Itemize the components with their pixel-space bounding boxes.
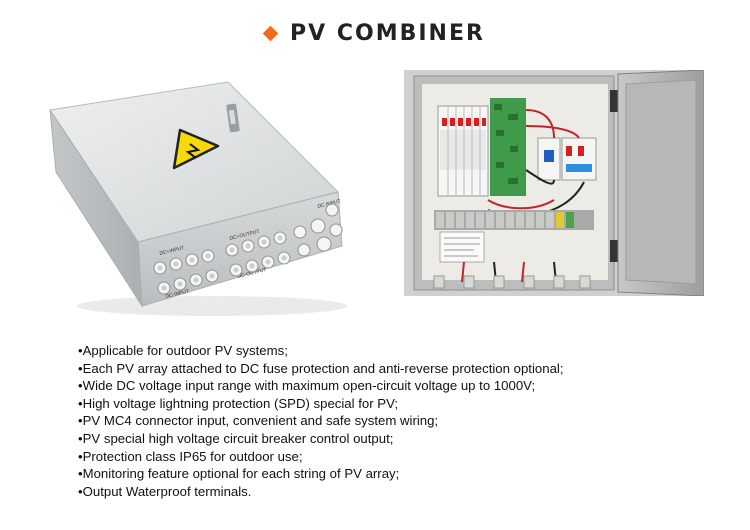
feature-item: •High voltage lightning protection (SPD)… xyxy=(78,395,399,411)
breaker-and-spd xyxy=(537,137,597,181)
closed-combiner-box-image: DC+INPUT DC+OUTPUT DC-INPUT DC-OUTPUT DC… xyxy=(49,81,347,316)
dc-input-top-label: DC+INPUT xyxy=(159,245,185,257)
feature-item: •PV special high voltage circuit breaker… xyxy=(78,430,394,446)
open-combiner-box-image xyxy=(404,70,704,296)
terminal-block xyxy=(434,210,594,230)
feature-item: •PV MC4 connector input, convenient and … xyxy=(78,413,439,429)
dc-input-bottom-label: DC-INPUT xyxy=(165,288,190,300)
monitoring-board xyxy=(490,98,526,196)
high-voltage-warning-icon xyxy=(172,128,220,170)
page-header: PV COMBINER xyxy=(0,18,750,48)
feature-item: •Output Waterproof terminals. xyxy=(78,483,252,499)
diamond-bullet-icon xyxy=(262,25,279,41)
feature-item: •Each PV array attached to DC fuse prote… xyxy=(78,360,564,376)
feature-item: •Applicable for outdoor PV systems; xyxy=(78,343,288,358)
feature-item: •Wide DC voltage input range with maximu… xyxy=(78,378,536,394)
feature-item: •Monitoring feature optional for each st… xyxy=(78,466,400,482)
fuse-holders xyxy=(437,105,489,197)
feature-item: •Protection class IP65 for outdoor use; xyxy=(78,448,303,464)
feature-list: •Applicable for outdoor PV systems; •Eac… xyxy=(78,342,718,500)
page-title: PV COMBINER xyxy=(290,20,485,46)
